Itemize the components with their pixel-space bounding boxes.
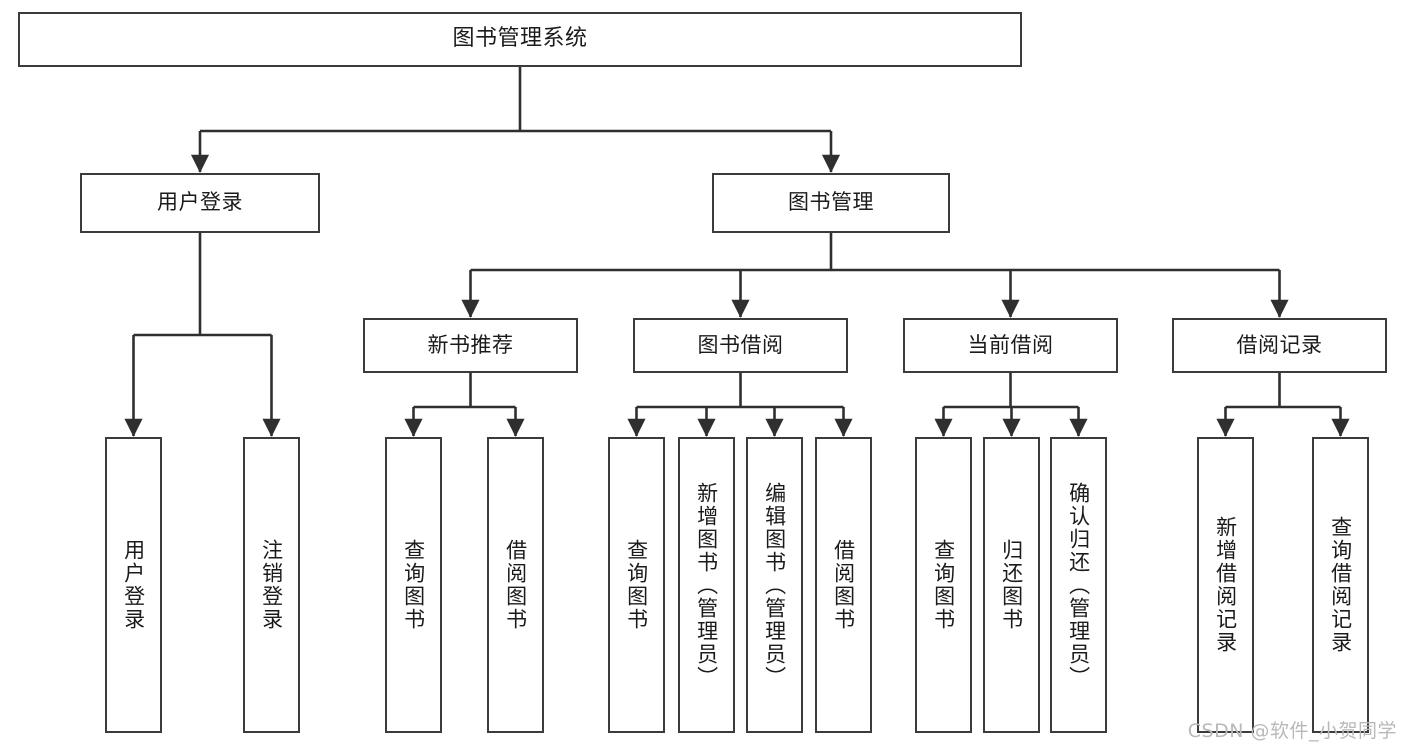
node-user-login: 用户登录	[80, 173, 320, 233]
node-label: 借阅图书	[831, 539, 856, 631]
leaf-node-leaf-add-book: 新增图书（管理员）	[678, 437, 735, 733]
node-label: 查询图书	[401, 539, 426, 631]
node-label: 图书管理系统	[452, 26, 588, 52]
leaf-node-leaf-edit-book: 编辑图书（管理员）	[746, 437, 803, 733]
leaf-node-leaf-add-record: 新增借阅记录	[1197, 437, 1254, 733]
leaf-node-leaf-user-logout: 注销登录	[243, 437, 300, 733]
leaf-node-leaf-borrow-book-recommend: 借阅图书	[487, 437, 544, 733]
leaf-node-leaf-query-record: 查询借阅记录	[1312, 437, 1369, 733]
leaf-node-leaf-query-book-current: 查询图书	[915, 437, 972, 733]
node-label: 新增借阅记录	[1213, 516, 1238, 654]
node-label: 查询图书	[931, 539, 956, 631]
node-label: 新增图书（管理员）	[694, 481, 719, 689]
node-book-manage: 图书管理	[712, 173, 950, 233]
node-label: 注销登录	[259, 539, 284, 631]
node-label: 图书借阅	[697, 332, 784, 357]
node-borrow-record: 借阅记录	[1172, 318, 1387, 373]
node-book-borrow: 图书借阅	[633, 318, 848, 373]
node-label: 编辑图书（管理员）	[762, 481, 787, 689]
node-label: 图书管理	[788, 190, 874, 215]
node-label: 查询借阅记录	[1328, 516, 1353, 654]
node-label: 查询图书	[624, 539, 649, 631]
leaf-node-leaf-user-login: 用户登录	[105, 437, 162, 733]
node-current-borrow: 当前借阅	[903, 318, 1118, 373]
node-label: 归还图书	[999, 539, 1024, 631]
node-root: 图书管理系统	[18, 12, 1022, 67]
leaf-node-leaf-query-book-borrow: 查询图书	[608, 437, 665, 733]
node-label: 用户登录	[121, 539, 146, 631]
node-label: 确认归还（管理员）	[1066, 481, 1091, 689]
leaf-node-leaf-return-book: 归还图书	[983, 437, 1040, 733]
node-label: 用户登录	[157, 190, 243, 215]
node-new-book-recommend: 新书推荐	[363, 318, 578, 373]
node-label: 借阅图书	[503, 539, 528, 631]
node-label: 借阅记录	[1236, 332, 1323, 357]
node-label: 新书推荐	[427, 332, 514, 357]
leaf-node-leaf-confirm-return: 确认归还（管理员）	[1050, 437, 1107, 733]
node-label: 当前借阅	[967, 332, 1054, 357]
leaf-node-leaf-borrow-book: 借阅图书	[815, 437, 872, 733]
leaf-node-leaf-query-book-recommend: 查询图书	[385, 437, 442, 733]
